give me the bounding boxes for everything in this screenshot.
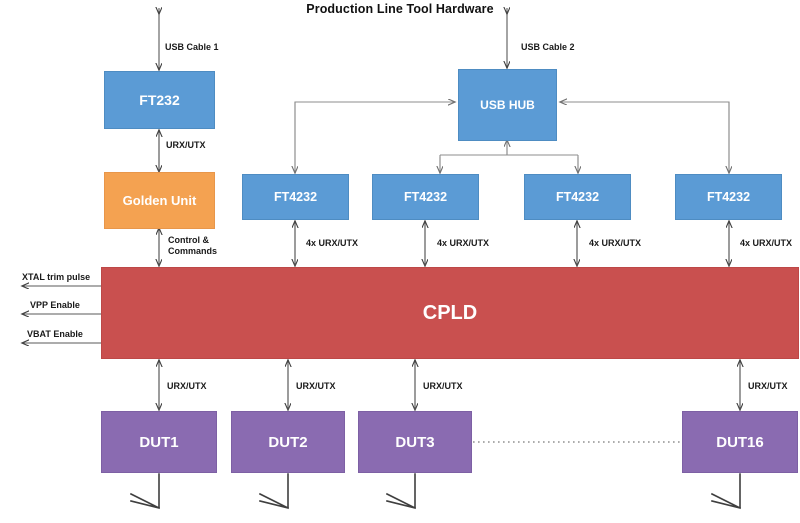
edge-label-control-commands: Control & Commands	[168, 235, 218, 256]
edge-label-urx-utx-dut16: URX/UTX	[748, 381, 788, 391]
edge-label-vbat-enable: VBAT Enable	[27, 329, 83, 339]
block-ft4232-3-label: FT4232	[555, 190, 600, 204]
edge-label-urx-utx-dut3: URX/UTX	[423, 381, 463, 391]
page-title: Production Line Tool Hardware	[306, 2, 494, 16]
block-dut16-label: DUT16	[716, 433, 764, 451]
block-ft232[interactable]: FT232	[104, 71, 215, 129]
block-dut1[interactable]: DUT1	[101, 411, 217, 473]
block-ft4232-2[interactable]: FT4232	[372, 174, 479, 220]
block-ft232-label: FT232	[139, 92, 180, 108]
edge-label-urx-utx-golden: URX/UTX	[166, 140, 206, 150]
block-cpld-label: CPLD	[422, 301, 478, 324]
block-dut1-label: DUT1	[139, 433, 179, 451]
block-dut2[interactable]: DUT2	[231, 411, 345, 473]
block-ft4232-3[interactable]: FT4232	[524, 174, 631, 220]
block-dut16[interactable]: DUT16	[682, 411, 798, 473]
edge-label-urx-utx-dut1: URX/UTX	[167, 381, 207, 391]
block-usb-hub[interactable]: USB HUB	[458, 69, 557, 141]
edge-label-4x-urx-utx-1: 4x URX/UTX	[306, 238, 359, 248]
block-ft4232-4-label: FT4232	[706, 190, 751, 204]
block-dut3[interactable]: DUT3	[358, 411, 472, 473]
block-golden-unit[interactable]: Golden Unit	[104, 172, 215, 229]
edge-label-4x-urx-utx-3: 4x URX/UTX	[589, 238, 642, 248]
edge-label-xtal-trim-pulse: XTAL trim pulse	[22, 272, 91, 282]
block-ft4232-4[interactable]: FT4232	[675, 174, 782, 220]
edge-label-vpp-enable: VPP Enable	[30, 300, 80, 310]
edge-label-4x-urx-utx-2: 4x URX/UTX	[437, 238, 490, 248]
block-dut3-label: DUT3	[395, 433, 435, 451]
block-cpld[interactable]: CPLD	[101, 267, 799, 359]
edge-label-usb-cable-1: USB Cable 1	[165, 42, 219, 52]
edge-label-urx-utx-dut2: URX/UTX	[296, 381, 336, 391]
block-dut2-label: DUT2	[268, 433, 308, 451]
block-ft4232-1[interactable]: FT4232	[242, 174, 349, 220]
edge-label-usb-cable-2: USB Cable 2	[521, 42, 575, 52]
block-golden-unit-label: Golden Unit	[122, 193, 197, 208]
block-ft4232-1-label: FT4232	[273, 190, 318, 204]
edge-label-4x-urx-utx-4: 4x URX/UTX	[740, 238, 793, 248]
block-usb-hub-label: USB HUB	[480, 98, 535, 112]
block-ft4232-2-label: FT4232	[403, 190, 448, 204]
